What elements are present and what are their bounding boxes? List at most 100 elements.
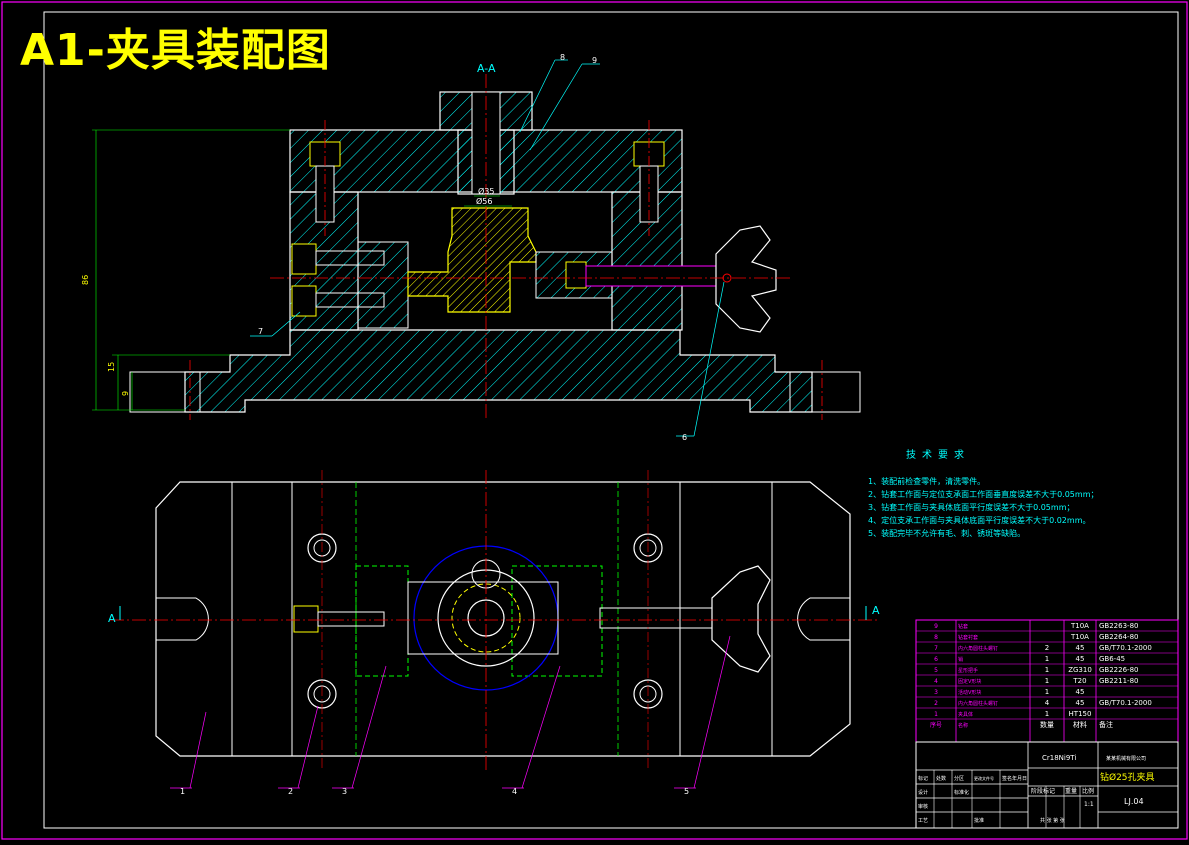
leader-9 — [529, 63, 583, 151]
sheet-count: 共 张 第 张 — [1040, 817, 1065, 824]
review-label: 审核 — [918, 803, 928, 810]
workpiece-hidden — [451, 583, 521, 653]
tech-requirements: 技术要求 1、装配前检查零件，清洗零件。 2、钻套工作面与定位支承面工作面垂直度… — [868, 446, 1099, 540]
part-no: 4 — [934, 678, 938, 685]
part-no: 9 — [934, 623, 938, 630]
section-mark-right: A — [872, 604, 880, 617]
part-material: 45 — [1076, 699, 1085, 707]
part-no: 8 — [934, 634, 938, 641]
company-name: 某某机械有限公司 — [1106, 755, 1146, 762]
leader-3 — [351, 665, 387, 789]
material-code: Cr18Ni9Ti — [1042, 754, 1076, 762]
right-flange — [789, 371, 861, 413]
part-qty: 1 — [1045, 688, 1049, 696]
part-material: HT150 — [1069, 710, 1092, 718]
screw-shank-lower — [315, 292, 385, 308]
part-no: 5 — [934, 667, 938, 674]
title-block: Cr18Ni9Ti 某某机械有限公司 钻Ø25孔夹具 LJ.04 阶段标记 重量… — [915, 741, 1179, 829]
balloon-8: 8 — [560, 53, 565, 62]
tech-requirement-2: 2、钻套工作面与定位支承面工作面垂直度误差不大于0.05mm； — [868, 490, 1099, 499]
part-no: 6 — [934, 656, 938, 663]
part-standard: GB/T70.1-2000 — [1099, 644, 1152, 652]
parts-header-standard: 备注 — [1099, 720, 1113, 729]
dim-total-height: 86 — [81, 275, 90, 285]
part-name: 钻套衬套 — [958, 634, 978, 641]
part-material: T10A — [1070, 633, 1089, 641]
tech-requirement-1: 1、装配前检查零件，清洗零件。 — [868, 477, 986, 486]
row-label-sign: 签名 — [1002, 775, 1012, 782]
tech-requirements-heading: 技术要求 — [906, 450, 970, 461]
designer-label: 设计 — [918, 789, 928, 796]
row-label-mark: 标记 — [918, 775, 928, 782]
slot-right — [797, 597, 850, 641]
part-name: 固定V形块 — [958, 678, 981, 685]
part-material: 45 — [1076, 644, 1085, 652]
plan-clamp-shaft — [599, 607, 713, 629]
tech-requirement-4: 4、定位支承工作面与夹具体底面平行度误差不大于0.02mm。 — [868, 516, 1091, 525]
drawing-title: A1-夹具装配图 — [20, 25, 331, 76]
parts-header-no: 序号 — [930, 721, 942, 729]
part-standard: GB6-45 — [1099, 655, 1125, 663]
part-qty: 1 — [1045, 655, 1049, 663]
leader-7 — [271, 311, 301, 337]
part-material: T20 — [1072, 677, 1086, 685]
hidden-v-block-left — [355, 565, 409, 677]
drawing-frame — [43, 11, 1179, 829]
part-standard: GB2226-80 — [1099, 666, 1138, 674]
part-material: 45 — [1076, 688, 1085, 696]
slot-left — [156, 597, 209, 641]
balloon-7: 7 — [258, 327, 263, 336]
balloon-4: 4 — [512, 787, 517, 796]
part-material: 45 — [1076, 655, 1085, 663]
part-qty: 1 — [1045, 677, 1049, 685]
drawing-name: 钻Ø25孔夹具 — [1100, 771, 1155, 783]
stage-label: 阶段标记 — [1031, 787, 1055, 795]
workpiece — [407, 207, 537, 313]
leader-8 — [519, 59, 556, 133]
parts-header-material: 材料 — [1073, 720, 1087, 729]
side-screw-shank — [317, 611, 385, 627]
part-name: 内六角圆柱头螺钉 — [958, 700, 998, 707]
side-screw-head — [293, 605, 319, 633]
part-qty: 1 — [1045, 710, 1049, 718]
part-name: 星形把手 — [958, 667, 978, 674]
row-label-count: 处数 — [936, 775, 946, 782]
screw-head-lower — [291, 285, 317, 317]
dim-d1: Ø35 — [478, 186, 494, 196]
part-standard: GB2211-80 — [1099, 677, 1138, 685]
leader-5 — [693, 635, 731, 789]
clamp-screw-tip — [565, 261, 587, 289]
scale-label: 比例 — [1082, 787, 1094, 795]
left-flange — [129, 371, 201, 413]
section-label: A-A — [477, 62, 496, 75]
part-name: 夹具体 — [958, 711, 973, 718]
leader-1 — [189, 711, 207, 789]
parts-header-qty: 数量 — [1040, 720, 1054, 729]
part-no: 3 — [934, 689, 938, 696]
section-view: 86 15 9 Ø35 Ø56 8 9 7 6 A-A — [81, 53, 861, 442]
standard-label: 标准化 — [954, 789, 969, 796]
part-standard: GB/T70.1-2000 — [1099, 699, 1152, 707]
balloon-2: 2 — [288, 787, 293, 796]
balloon-1: 1 — [180, 787, 185, 796]
drawing-number: LJ.04 — [1124, 797, 1144, 806]
row-label-date: 年月日 — [1012, 775, 1027, 782]
tech-requirement-3: 3、钻套工作面与夹具体底面平行度误差不大于0.05mm； — [868, 503, 1075, 512]
leader-6 — [693, 281, 725, 437]
plan-outline — [155, 481, 851, 757]
leader-4 — [521, 665, 561, 789]
parts-header-name: 名称 — [958, 722, 968, 729]
plan-star-knob — [711, 565, 771, 673]
balloon-3: 3 — [342, 787, 347, 796]
balloon-5: 5 — [684, 787, 689, 796]
part-name: 活动V形块 — [958, 689, 981, 696]
dim-base-height: 15 — [107, 362, 116, 372]
row-label-zone: 分区 — [954, 775, 964, 782]
section-mark-left: A — [108, 612, 116, 625]
row-label-docno: 更改文件号 — [974, 775, 994, 781]
balloon-9: 9 — [592, 56, 597, 65]
